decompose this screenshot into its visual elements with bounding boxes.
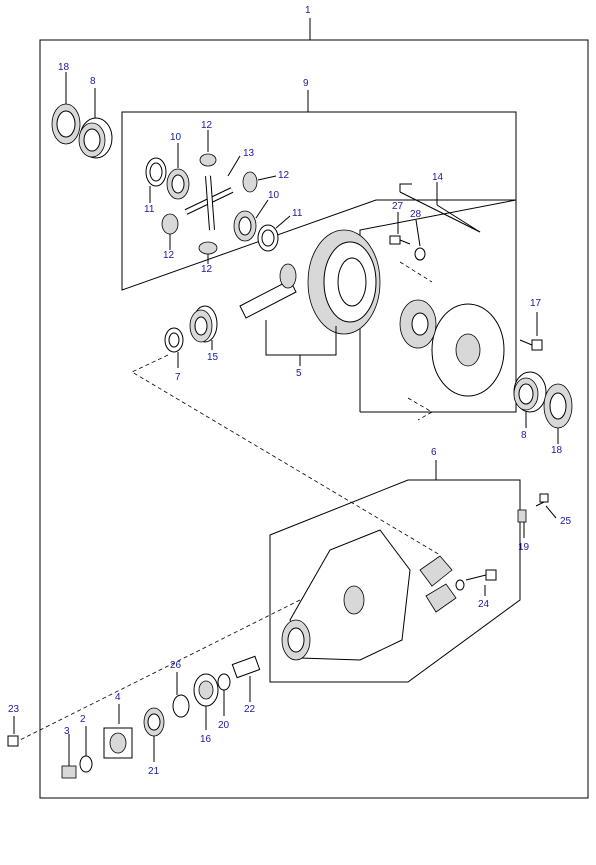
callout-8b: 8 xyxy=(521,430,527,441)
shim-7 xyxy=(164,327,184,353)
callout-12b: 12 xyxy=(278,170,290,181)
pinion-gear-12-top xyxy=(199,153,217,167)
side-gear-10-left xyxy=(166,168,190,200)
callout-22: 22 xyxy=(244,704,256,715)
lock-washer-28 xyxy=(414,247,426,261)
callout-25: 25 xyxy=(560,516,572,527)
callout-12c: 12 xyxy=(163,250,175,261)
callout-23: 23 xyxy=(8,704,20,715)
callout-19: 19 xyxy=(518,542,530,553)
carrier-group-box xyxy=(269,479,521,683)
thrust-washer-11-left xyxy=(145,157,167,187)
callout-9: 9 xyxy=(303,78,309,89)
callout-1: 1 xyxy=(305,5,311,16)
callout-15: 15 xyxy=(207,352,219,363)
spacer-22 xyxy=(231,655,261,679)
callout-12a: 12 xyxy=(201,120,213,131)
callout-6: 6 xyxy=(431,447,437,458)
callout-21: 21 xyxy=(148,766,160,777)
bearing-8-right xyxy=(513,371,547,413)
bolt-24 xyxy=(455,569,497,591)
callout-10b: 10 xyxy=(268,190,280,201)
callout-28: 28 xyxy=(410,209,422,220)
callout-16: 16 xyxy=(200,734,212,745)
callout-3: 3 xyxy=(64,726,70,737)
callout-18b: 18 xyxy=(551,445,563,456)
axis-line-pinion xyxy=(399,261,433,283)
assembly-frame xyxy=(39,39,589,799)
callout-27: 27 xyxy=(392,201,404,212)
callout-7: 7 xyxy=(175,372,181,383)
callout-26: 26 xyxy=(170,660,182,671)
callout-11a: 11 xyxy=(144,204,155,215)
callout-5: 5 xyxy=(296,368,302,379)
axis-line-carrier xyxy=(407,397,433,421)
axis-line-upper xyxy=(131,354,441,556)
pinion-gear-12-right xyxy=(242,171,258,193)
drive-pinion-5 xyxy=(239,263,297,319)
callout-2: 2 xyxy=(80,714,86,725)
companion-flange-4 xyxy=(103,727,133,759)
oil-seal-21 xyxy=(143,707,165,737)
bearing-16 xyxy=(193,673,219,707)
callout-24: 24 xyxy=(478,599,490,610)
callout-13: 13 xyxy=(243,148,255,159)
callout-14: 14 xyxy=(432,172,444,183)
oil-seal-18-right xyxy=(543,383,573,429)
callout-11b: 11 xyxy=(292,208,303,219)
diff-gear-group-box xyxy=(121,111,517,291)
bolt-23 xyxy=(7,735,19,747)
bolt-25 xyxy=(535,493,549,507)
bolt-17 xyxy=(519,339,543,351)
bearing-8-upper xyxy=(78,117,113,159)
callout-17: 17 xyxy=(530,298,542,309)
callout-12d: 12 xyxy=(201,264,213,275)
bolt-27 xyxy=(389,235,411,245)
pinion-gear-12-bottom xyxy=(198,241,218,255)
oil-slinger-26 xyxy=(172,694,190,718)
cross-shaft-13 xyxy=(184,175,234,231)
callout-4: 4 xyxy=(115,692,121,703)
callout-18a: 18 xyxy=(58,62,70,73)
ring-gear-5 xyxy=(307,229,381,335)
washer-2 xyxy=(79,755,93,773)
carrier-housing-6 xyxy=(281,529,411,661)
side-gear-10-right xyxy=(233,210,257,242)
nut-3 xyxy=(61,765,77,779)
callout-8a: 8 xyxy=(90,76,96,87)
shim-20 xyxy=(217,673,231,691)
thrust-washer-11-right xyxy=(257,224,279,252)
oil-seal-18-upper xyxy=(51,103,81,145)
axis-line-lower xyxy=(19,599,301,741)
bearing-cap xyxy=(419,555,457,613)
callout-20: 20 xyxy=(218,720,230,731)
diff-case-14 xyxy=(399,299,505,397)
pinion-gear-12-left xyxy=(161,213,179,235)
callout-10a: 10 xyxy=(170,132,182,143)
pinion-bearing-15 xyxy=(189,305,218,343)
lock-plate-19 xyxy=(517,509,527,523)
